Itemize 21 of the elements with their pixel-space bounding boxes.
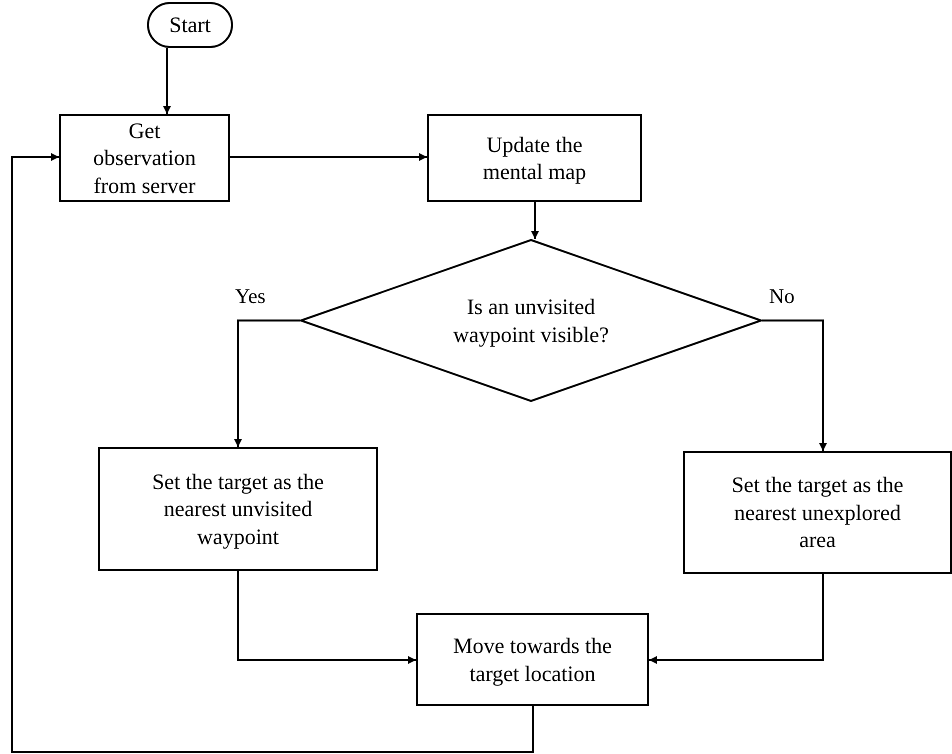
step-text: Set the target as the nearest unvisited waypoint [151,468,325,550]
arrow [762,320,827,451]
process-box [98,447,378,571]
process-box [59,114,230,202]
process-box [683,451,952,574]
process-box [427,114,642,202]
arrow [230,153,427,161]
arrow [11,153,534,753]
process-box [416,613,649,706]
arrow [234,320,300,447]
step-text: Set the target as the nearest unexplored area [730,471,904,554]
arrow [237,571,416,664]
arrow [163,48,171,114]
arrow [531,202,539,239]
arrow [649,574,824,664]
start-terminal [147,2,233,48]
step-text: Is an unvisited waypoint visible? [452,293,610,348]
step-text: Start [169,11,211,39]
step-text: Move towards the target location [452,632,613,687]
step-text: Update the mental map [482,130,588,186]
step-text: Get observation from server [92,116,197,200]
